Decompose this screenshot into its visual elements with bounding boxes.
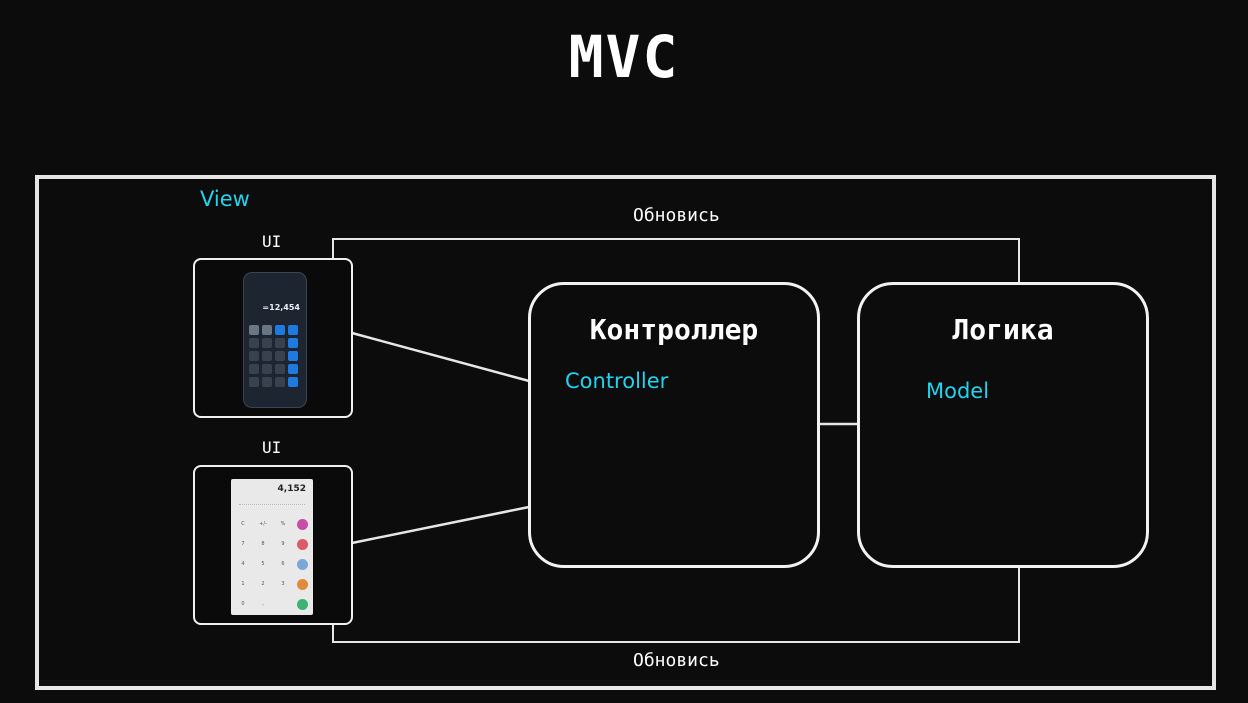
model-box: Логика Model [857,282,1149,568]
light-calculator-key: 6 [281,561,285,567]
light-calculator-key: 8 [261,541,265,547]
controller-title: Контроллер [589,313,759,346]
dark-calculator-key [288,338,298,348]
dark-calculator-key [288,325,298,335]
view-frame [35,175,1216,690]
light-calculator-operator-key [297,539,308,550]
light-calculator-memory-row [239,504,305,506]
view-caption: View [200,187,250,211]
dark-calculator-key [275,351,285,361]
dark-calculator-key [262,325,272,335]
ui-thumbnail-dark: =12,454 [193,258,353,418]
light-calculator-key: 5 [261,561,265,567]
dark-calculator-key [275,325,285,335]
dark-calculator-key [275,364,285,374]
light-calculator-operator-key [297,579,308,590]
update-wire-bottom [332,566,1020,643]
model-caption: Model [926,379,990,403]
light-calculator-key: 3 [281,581,285,587]
light-calculator-operator-key [297,559,308,570]
dark-calculator-key [275,338,285,348]
dark-calculator-key [249,377,259,387]
diagram-title: MVC [568,23,680,91]
light-calculator-key: 2 [261,581,265,587]
light-calculator-key: 9 [281,541,285,547]
dark-calculator-display: =12,454 [262,303,300,312]
light-calculator-key: +/- [259,521,267,527]
dark-calculator-phone: =12,454 [243,272,307,408]
dark-calculator-key [288,364,298,374]
dark-calculator-key [249,351,259,361]
update-label-top: Обновись [633,205,720,226]
dark-calculator-key [249,325,259,335]
light-calculator-key: 1 [241,581,245,587]
dark-calculator-key [262,364,272,374]
dark-calculator-key [288,377,298,387]
ui-label-2: UI [262,438,282,457]
light-calculator-key: , [262,601,264,607]
ui2-controller-wire [351,505,530,545]
update-label-bottom: Обновись [633,650,720,671]
ui-label-1: UI [262,232,282,251]
light-calculator-display: 4,152 [277,484,306,494]
light-calculator-phone: 4,152 C +/-% 7 8 9 4 5 6 1 2 3 0, [231,479,313,615]
light-calculator-key: 0 [241,601,245,607]
light-calculator-key: 4 [241,561,245,567]
light-calculator-key: % [280,521,286,527]
controller-box: Контроллер Controller [528,282,820,568]
ui-thumbnail-light: 4,152 C +/-% 7 8 9 4 5 6 1 2 3 0, [193,465,353,625]
light-calculator-operator-key [297,599,308,610]
light-calculator-key: 7 [241,541,245,547]
controller-caption: Controller [565,369,669,393]
dark-calculator-key [262,351,272,361]
dark-calculator-key [288,351,298,361]
update-wire-top [332,238,1020,282]
dark-calculator-key [249,364,259,374]
light-calculator-key: C [241,521,245,527]
dark-calculator-key [249,338,259,348]
ui1-controller-wire [351,331,530,383]
dark-calculator-key [262,377,272,387]
light-calculator-operator-key [297,519,308,530]
dark-calculator-key [275,377,285,387]
model-title: Логика [952,313,1054,346]
dark-calculator-key [262,338,272,348]
